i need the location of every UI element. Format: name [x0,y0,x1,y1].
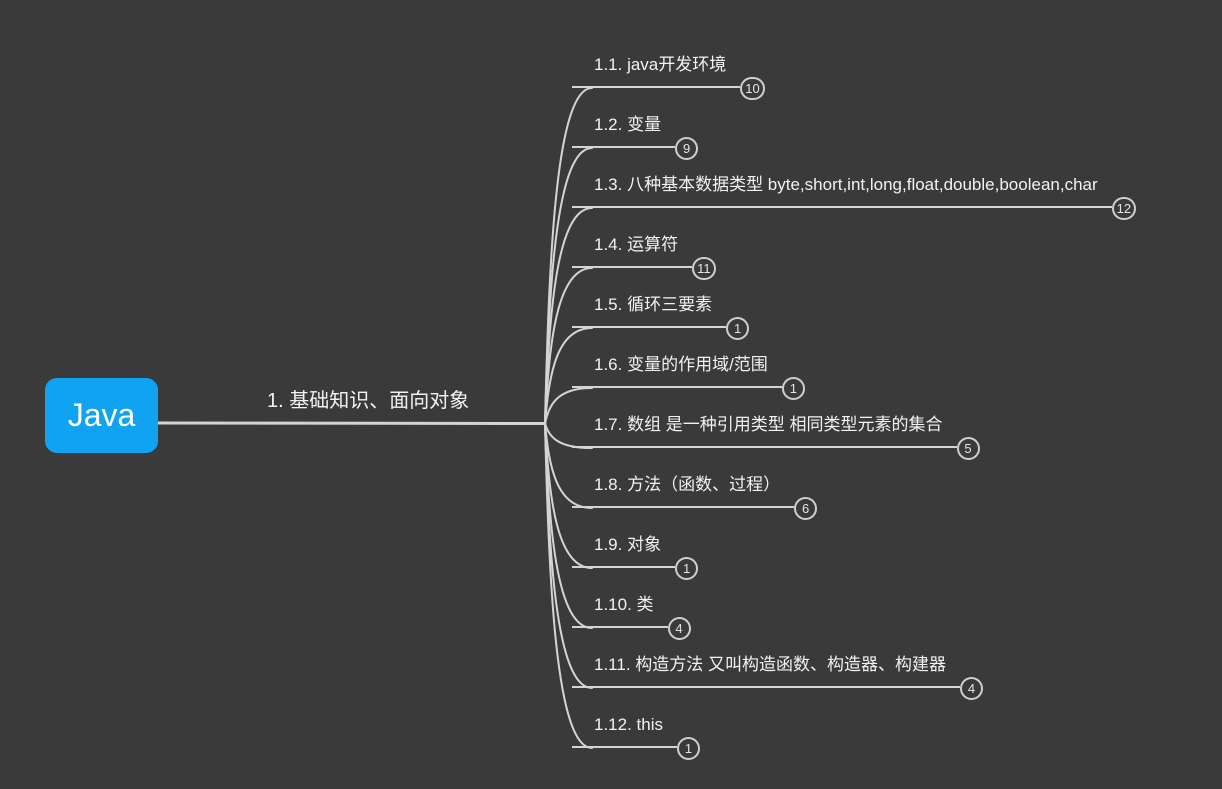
collapsed-count-badge[interactable]: 4 [667,616,691,640]
subtopic-row: 1.12. this 1 [572,713,700,760]
subtopic-label[interactable]: 1.6. 变量的作用域/范围 [572,353,782,388]
subtopic-row: 1.8. 方法（函数、过程） 6 [572,473,818,520]
collapsed-count-badge[interactable]: 11 [692,256,716,280]
collapsed-count-badge[interactable]: 12 [1111,196,1137,220]
branch-topic-label[interactable]: 1. 基础知识、面向对象 [267,390,470,412]
subtopic-row: 1.1. java开发环境 10 [572,53,765,100]
subtopic-label[interactable]: 1.1. java开发环境 [572,53,741,88]
subtopic-label[interactable]: 1.3. 八种基本数据类型 byte,short,int,long,float,… [572,173,1112,208]
collapsed-count-badge[interactable]: 6 [794,496,818,520]
collapsed-count-badge[interactable]: 1 [726,316,750,340]
subtopic-row: 1.2. 变量 9 [572,113,699,160]
collapsed-count-badge[interactable]: 1 [677,736,700,760]
collapsed-count-badge[interactable]: 1 [781,376,805,400]
root-branch-connector [156,421,547,426]
collapsed-count-badge[interactable]: 9 [675,136,699,160]
subtopic-row: 1.4. 运算符 11 [572,233,716,280]
subtopic-label[interactable]: 1.2. 变量 [572,113,676,148]
subtopic-label[interactable]: 1.12. this [572,713,677,748]
collapsed-count-badge[interactable]: 1 [675,556,699,580]
subtopic-row: 1.7. 数组 是一种引用类型 相同类型元素的集合 5 [572,413,980,460]
collapsed-count-badge[interactable]: 4 [960,676,983,700]
subtopic-row: 1.11. 构造方法 又叫构造函数、构造器、构建器 4 [572,653,983,700]
collapsed-count-badge[interactable]: 5 [956,436,980,460]
subtopic-label[interactable]: 1.4. 运算符 [572,233,693,268]
subtopic-label[interactable]: 1.7. 数组 是一种引用类型 相同类型元素的集合 [572,413,957,448]
subtopic-row: 1.10. 类 4 [572,593,691,640]
subtopic-label[interactable]: 1.9. 对象 [572,533,676,568]
subtopic-label[interactable]: 1.11. 构造方法 又叫构造函数、构造器、构建器 [572,653,960,688]
subtopic-row: 1.6. 变量的作用域/范围 1 [572,353,805,400]
subtopic-label[interactable]: 1.10. 类 [572,593,668,628]
collapsed-count-badge[interactable]: 10 [740,76,765,100]
subtopic-row: 1.9. 对象 1 [572,533,699,580]
subtopic-row: 1.3. 八种基本数据类型 byte,short,int,long,float,… [572,173,1137,220]
branch-connector-4 [544,267,593,425]
subtopic-label[interactable]: 1.8. 方法（函数、过程） [572,473,795,508]
root-topic-java[interactable]: Java [45,378,158,453]
subtopic-row: 1.5. 循环三要素 1 [572,293,750,340]
subtopic-label[interactable]: 1.5. 循环三要素 [572,293,727,328]
